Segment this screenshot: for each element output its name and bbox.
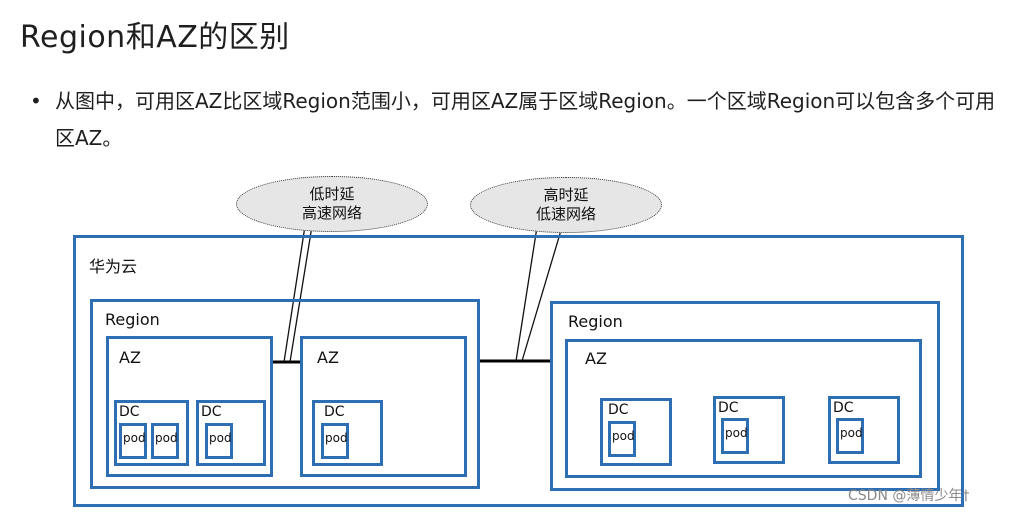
dc-box: DC pod [312,400,383,466]
dc-label: DC [119,404,140,420]
dc-box: DC pod [196,400,266,466]
pod-box: pod [608,421,636,457]
az-label: AZ [119,348,141,367]
pod-label: pod [155,431,178,445]
pod-label: pod [612,429,635,443]
callout-line-1: 高时延 [543,186,589,204]
dc-box: DC pod pod [114,400,189,466]
dc-label: DC [201,404,222,420]
pod-box: pod [205,423,233,459]
pod-label: pod [840,426,863,440]
dc-label: DC [608,402,629,418]
region-box-right: Region [550,301,940,491]
pod-label: pod [123,431,146,445]
callout-line-2: 高速网络 [301,204,362,222]
callout-line-2: 低速网络 [535,205,596,223]
az-box: AZ DC pod pod DC pod [106,336,273,477]
pod-box: pod [721,418,749,454]
dc-label: DC [718,400,739,416]
region-label: Region [568,312,623,331]
pod-label: pod [209,431,232,445]
bullet-text: 从图中，可用区AZ比区域Region范围小，可用区AZ属于区域Region。一个… [55,89,996,150]
cloud-box: 华为云 [73,235,964,507]
pod-box: pod [119,423,147,459]
bullet-marker: • [30,89,42,113]
high-latency-callout: 高时延 低速网络 [470,177,662,233]
az-box: AZ DC pod [300,336,467,477]
watermark: CSDN @薄情少年† [848,488,970,504]
az-box: AZ DC pod DC pod DC pod [565,339,922,478]
pod-label: pod [725,426,748,440]
callout-line-1: 低时延 [309,185,355,203]
pod-box: pod [151,423,179,459]
region-box-left: Region [90,299,480,489]
callout-left-line-b [289,225,313,363]
callout-right-line-a [515,226,538,362]
az-label: AZ [317,348,339,367]
dc-label: DC [833,400,854,416]
dc-label: DC [324,404,345,420]
callout-right-line-b [521,226,563,362]
page-title: Region和AZ的区别 [20,20,290,55]
low-latency-callout: 低时延 高速网络 [236,176,428,232]
callout-left-line-a [283,225,306,363]
cloud-label: 华为云 [89,257,138,276]
dc-box: DC pod [828,396,900,464]
dc-box: DC pod [713,396,785,464]
pod-box: pod [836,418,864,454]
pod-label: pod [325,431,348,445]
pod-box: pod [321,423,349,459]
az-label: AZ [585,349,607,368]
region-label: Region [105,310,160,329]
dc-box: DC pod [600,398,672,466]
